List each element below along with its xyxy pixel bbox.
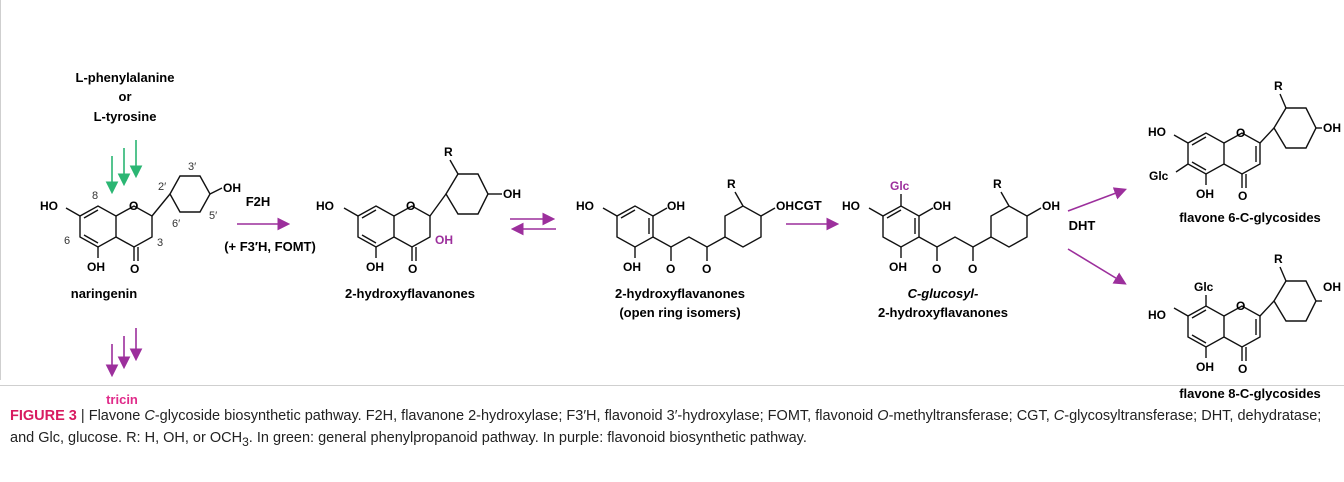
atom-oh: OH bbox=[223, 181, 241, 195]
atom-r: R bbox=[993, 177, 1002, 191]
tricin-label: tricin bbox=[106, 392, 138, 407]
green-arrows bbox=[105, 140, 143, 195]
c-glucosyl-structure bbox=[868, 191, 1042, 261]
atom-o: O bbox=[1236, 126, 1245, 140]
atom-o: O bbox=[702, 262, 711, 276]
ring-number-6: 6 bbox=[64, 235, 70, 247]
atom-o: O bbox=[1236, 299, 1245, 313]
atom-glc: Glc bbox=[890, 179, 910, 193]
atom-r: R bbox=[444, 145, 453, 159]
ring-number-5p: 5′ bbox=[209, 210, 217, 222]
atom-oh-5: OH bbox=[1196, 360, 1214, 374]
atom-oh-6: OH bbox=[889, 260, 907, 274]
naringenin-label: naringenin bbox=[71, 286, 138, 301]
atom-o: O bbox=[406, 199, 415, 213]
precursor-line3: L-tyrosine bbox=[94, 109, 157, 124]
purple-arrows-down bbox=[105, 328, 143, 378]
c-glucosyl-label-1: C-glucosyl- bbox=[908, 286, 979, 301]
figure-frame bbox=[0, 0, 1, 380]
atom-r: R bbox=[727, 177, 736, 191]
atom-ho: HO bbox=[1148, 125, 1166, 139]
c-glucosyl-label-2: 2-hydroxyflavanones bbox=[878, 305, 1008, 320]
atom-ho: HO bbox=[316, 199, 334, 213]
caption-text-4: -glycosyltransferase; DHT, dehydratase; … bbox=[10, 408, 1322, 446]
caption-italic-c: C bbox=[144, 408, 155, 424]
atom-glc: Glc bbox=[1149, 169, 1169, 183]
atom-oh: OH bbox=[1323, 280, 1341, 294]
atom-oh: OH bbox=[667, 199, 685, 213]
atom-o: O bbox=[666, 262, 675, 276]
caption-text-5: . In green: general phenylpropanoid path… bbox=[248, 430, 807, 446]
ring-number-3p: 3′ bbox=[188, 161, 196, 173]
atom-ho: HO bbox=[842, 199, 860, 213]
atom-ho: HO bbox=[40, 199, 58, 213]
flavone-8c-structure bbox=[1173, 266, 1322, 361]
hydroxyflavanone-structure bbox=[343, 159, 502, 261]
ring-number-8: 8 bbox=[92, 190, 98, 202]
caption-text-3: -methyltransferase; CGT, bbox=[888, 408, 1050, 424]
atom-oh: OH bbox=[1323, 121, 1341, 135]
atom-oh-5: OH bbox=[87, 260, 105, 274]
naringenin-structure bbox=[65, 175, 223, 261]
ring-number-3: 3 bbox=[157, 237, 163, 249]
enzyme-f2h: F2H bbox=[246, 194, 271, 209]
caption-text-2: -glycoside biosynthetic pathway. F2H, fl… bbox=[154, 408, 878, 424]
atom-oh-5: OH bbox=[366, 260, 384, 274]
atom-o: O bbox=[932, 262, 941, 276]
atom-oh-6: OH bbox=[623, 260, 641, 274]
atom-ho: HO bbox=[576, 199, 594, 213]
atom-oh: OH bbox=[503, 187, 521, 201]
figure-caption: FIGURE 3 | Flavone C-glycoside biosynthe… bbox=[10, 405, 1330, 453]
atom-o-4: O bbox=[408, 262, 417, 276]
flavone-8c-label: flavone 8-C-glycosides bbox=[1179, 386, 1321, 401]
ring-number-6p: 6′ bbox=[172, 218, 180, 230]
caption-text-1: Flavone bbox=[88, 408, 145, 424]
flavone-6c-label: flavone 6-C-glycosides bbox=[1179, 210, 1321, 225]
hydroxyflavanones-label: 2-hydroxyflavanones bbox=[345, 286, 475, 301]
enzyme-dht: DHT bbox=[1069, 218, 1096, 233]
equilibrium-arrows bbox=[510, 212, 556, 236]
atom-o-4: O bbox=[130, 262, 139, 276]
atom-oh: OH bbox=[776, 199, 794, 213]
atom-glc: Glc bbox=[1194, 280, 1214, 294]
open-ring-label-1: 2-hydroxyflavanones bbox=[615, 286, 745, 301]
caption-separator: | bbox=[80, 408, 85, 424]
atom-oh-2: OH bbox=[435, 233, 453, 247]
atom-ho: HO bbox=[1148, 308, 1166, 322]
arrow-dht-up bbox=[1067, 187, 1127, 212]
caption-subscript: 3 bbox=[242, 434, 249, 449]
caption-italic-c2: C bbox=[1053, 408, 1065, 424]
ring-number-2p: 2′ bbox=[158, 181, 166, 193]
precursor-line2: or bbox=[119, 89, 132, 104]
caption-italic-o: O bbox=[877, 408, 889, 424]
atom-o: O bbox=[968, 262, 977, 276]
caption-divider bbox=[0, 385, 1344, 482]
caption-label: FIGURE 3 bbox=[10, 408, 77, 424]
flavone-6c-structure bbox=[1173, 93, 1322, 188]
atom-oh: OH bbox=[1042, 199, 1060, 213]
open-ring-structure bbox=[602, 191, 776, 261]
enzyme-f2h-sub: (+ F3′H, FOMT) bbox=[224, 239, 316, 254]
enzyme-cgt: CGT bbox=[794, 198, 822, 213]
atom-r: R bbox=[1274, 79, 1283, 93]
open-ring-label-2: (open ring isomers) bbox=[619, 305, 740, 320]
atom-o: O bbox=[129, 199, 138, 213]
atom-o-4: O bbox=[1238, 189, 1247, 203]
precursor-line1: L-phenylalanine bbox=[76, 70, 175, 85]
arrow-dht-down bbox=[1067, 248, 1127, 285]
atom-oh-5: OH bbox=[1196, 187, 1214, 201]
atom-o-4: O bbox=[1238, 362, 1247, 376]
atom-oh: OH bbox=[933, 199, 951, 213]
atom-r: R bbox=[1274, 252, 1283, 266]
